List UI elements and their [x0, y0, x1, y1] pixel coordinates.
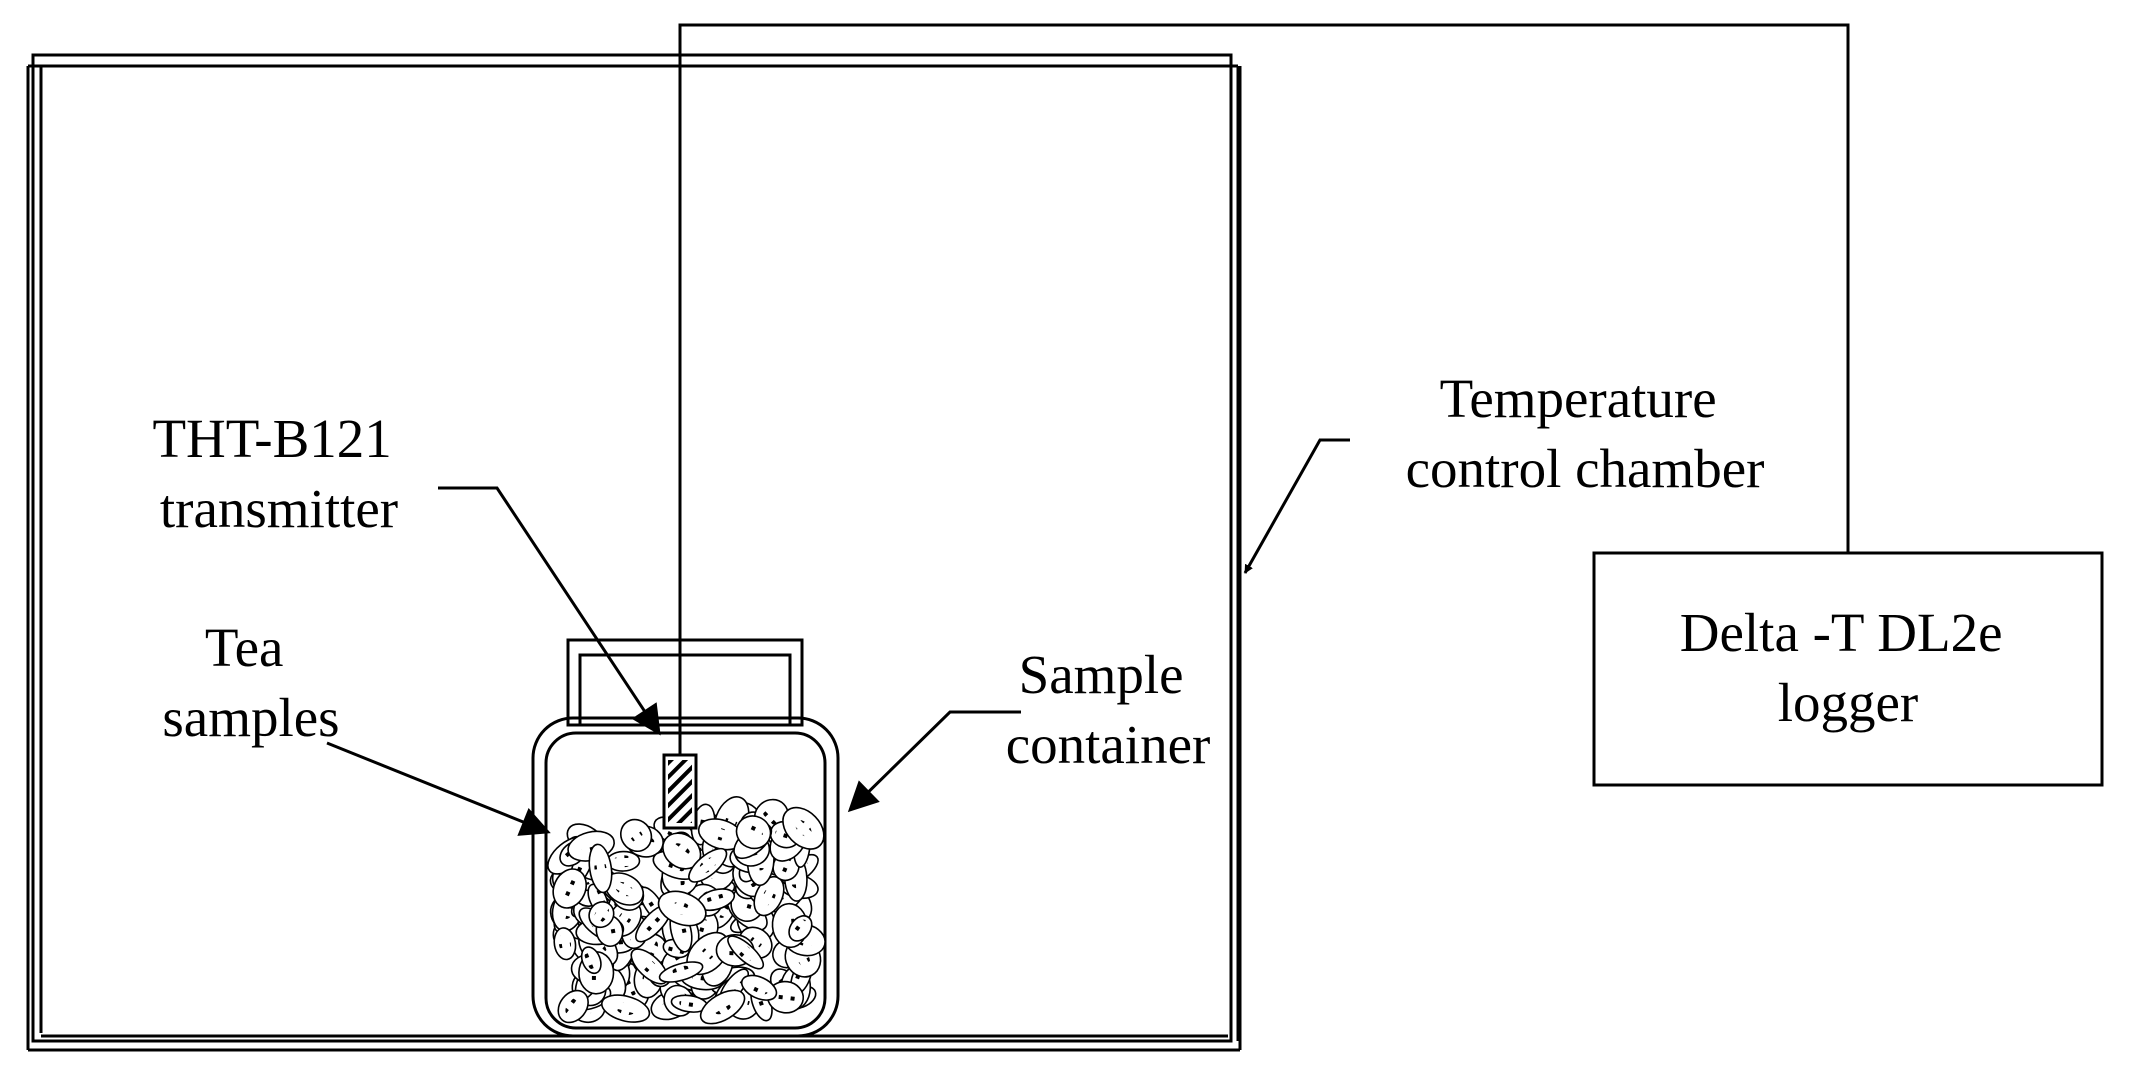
tea-leaf-texture — [711, 827, 731, 841]
tea-leaf-texture — [594, 858, 607, 879]
tea-leaf-texture — [775, 991, 796, 1004]
tea-leaf-texture — [792, 919, 809, 938]
tea-samples-pile — [547, 796, 826, 1025]
label-transmitter: THT-B121 transmitter — [152, 408, 405, 539]
tea-leaf-texture — [699, 945, 717, 962]
tea-leaf-texture — [706, 893, 726, 906]
label-sample-container: Sample container — [1006, 644, 1211, 775]
tea-leaf-texture — [795, 819, 812, 837]
tea-leaf-texture — [744, 825, 763, 840]
tea-leaf-texture — [614, 881, 634, 897]
tea-leaf-texture — [628, 826, 644, 845]
transmitter-sensor — [662, 753, 698, 830]
tea-leaf-texture — [641, 958, 658, 975]
tea-leaf-texture — [672, 901, 692, 916]
data-logger-box — [1592, 551, 2104, 787]
tea-leaf-texture — [645, 914, 662, 932]
tea-leaf-texture — [713, 999, 732, 1015]
tea-leaf-texture — [565, 997, 581, 1016]
tea-leaf-texture — [737, 944, 755, 961]
tea-leaf-texture — [699, 857, 717, 874]
label-logger: Delta -T DL2e logger — [1680, 602, 2017, 733]
tea-leaf-texture — [762, 886, 776, 906]
tea-leaf-texture — [672, 843, 691, 859]
tea-leaf-texture — [562, 879, 577, 898]
label-chamber: Temperature control chamber — [1406, 368, 1765, 499]
tea-leaf-texture — [779, 857, 793, 877]
label-tea-samples: Tea samples — [162, 617, 339, 748]
temperature-control-chamber — [26, 53, 1242, 1052]
sensor-cable — [678, 23, 1850, 755]
leader-lines — [326, 438, 1350, 836]
tea-leaf-texture — [593, 905, 609, 924]
tea-leaf-texture — [584, 950, 599, 970]
tea-leaf-texture — [763, 807, 780, 825]
tea-leaf-texture — [613, 855, 634, 868]
tea-leaf-texture — [679, 997, 700, 1010]
tea-leaf-texture — [749, 980, 769, 995]
tea-leaf-texture — [671, 965, 691, 979]
sample-container — [531, 638, 840, 1038]
tea-leaf-texture — [558, 933, 572, 954]
tea-leaf-texture — [615, 1002, 636, 1015]
